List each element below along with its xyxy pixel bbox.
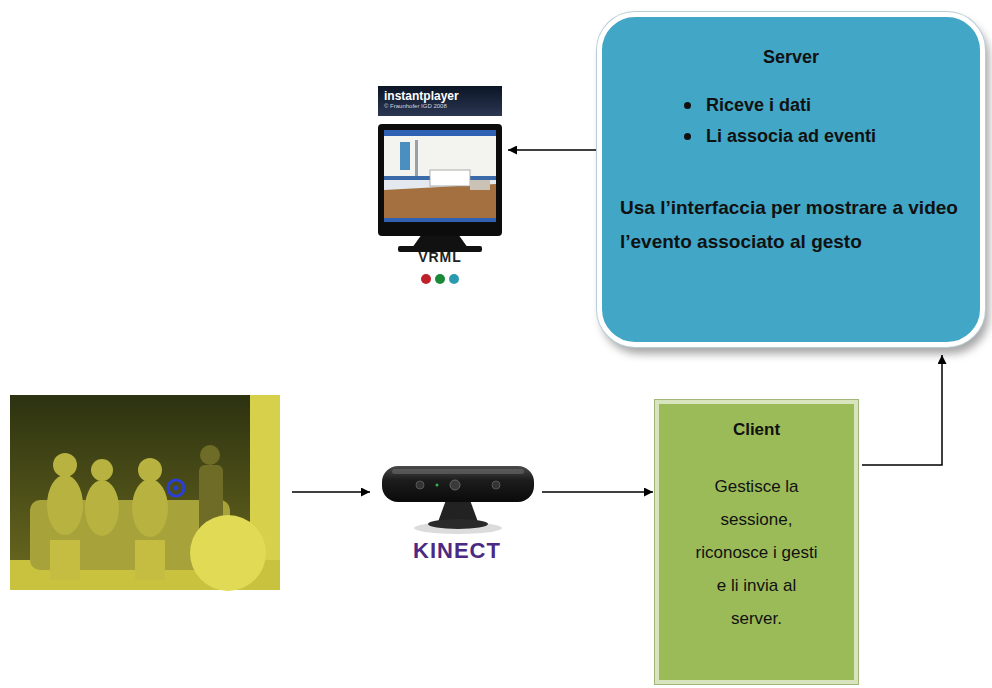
vrml-spheres-part [421,274,431,284]
box-body: Usa l’interfaccia per mostrare a video l… [620,191,962,259]
flow-arrow [862,355,942,465]
depth-image-part [85,480,119,536]
monitor-icon-part [384,130,496,136]
monitor-icon-part [415,140,418,178]
depth-image [10,395,280,591]
kinect-sensor [382,466,534,534]
box-heading: Client [665,420,848,440]
kinect-sensor-part [438,500,478,522]
input-arrow [292,491,370,493]
depth-image-part [138,458,162,482]
kinect-sensor-part [436,484,439,487]
box-body: Gestisce la sessione, riconosce i gesti … [695,470,819,635]
monitor-icon-part [384,130,496,222]
kinect-sensor-part [392,469,524,474]
depth-image-part [91,459,113,481]
monitor-icon-part [400,142,410,170]
server-box: ServerRiceve i dati Li associa ad eventiU… [597,12,985,347]
kinect-sensor-part [492,481,500,489]
kinect-sensor-part [450,480,460,490]
logo-text: VRML [378,249,502,265]
flow-arrow [542,491,653,493]
bullet-item: Riceve i dati [620,94,962,116]
kinect-sensor-part [416,481,424,489]
kinect-sensor-part [428,519,488,529]
kinect-node: KINECT [376,460,538,564]
depth-image-part [132,479,168,537]
monitor-icon-part [430,170,470,186]
depth-image-part [50,540,80,580]
depth-image-part [10,395,280,590]
client-box: ClientGestisce la sessione, riconosce i … [655,400,858,684]
monitor-icon-part [384,218,496,222]
monitor-icon-part [378,124,502,236]
copyright-note: © Fraunhofer IGD 2008 [384,103,447,109]
monitor-icon-part [470,180,490,190]
depth-image-part [174,486,179,491]
vrml-spheres [421,274,459,284]
monitor-icon [378,124,502,252]
bullet-item: Li associa ad eventi [620,125,962,147]
depth-image-part [200,445,220,465]
depth-image-part [168,480,184,496]
device-name: KINECT [376,538,538,564]
monitor-node: instantplayerVRML [378,86,502,265]
logo-text: instantplayer [378,86,502,116]
vrml-spheres-part [435,274,445,284]
monitor-icon-part [412,234,468,248]
box-heading: Server [620,47,962,68]
depth-image-part [135,540,165,580]
kinect-sensor-part [382,466,534,502]
flow-arrow [508,149,597,151]
depth-image-part [190,515,266,591]
depth-image-part [53,453,77,477]
depth-image-part [47,475,83,535]
vrml-spheres-part [449,274,459,284]
